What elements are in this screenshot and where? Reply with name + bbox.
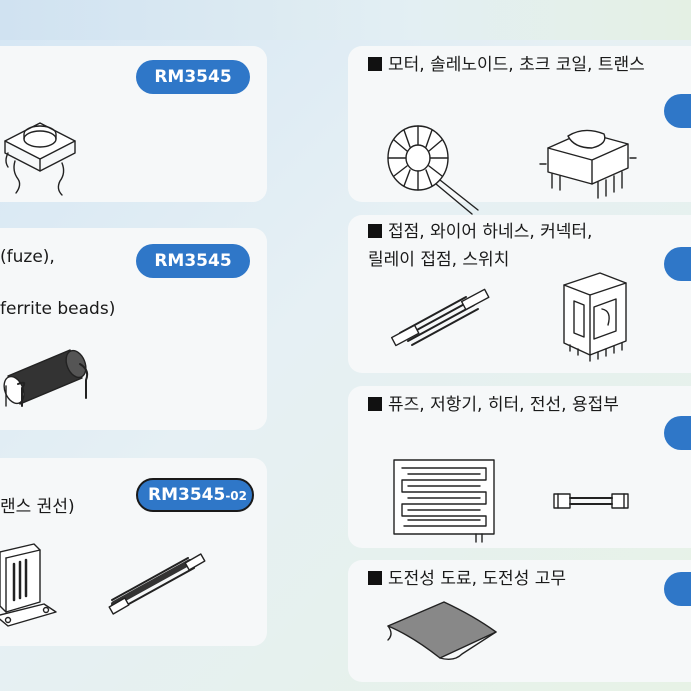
card-heading: 퓨즈, 저항기, 히터, 전선, 용접부 (368, 394, 619, 416)
card-heading-line2: 릴레이 접점, 스위치 (368, 250, 510, 270)
model-badge-main: RM3545 (148, 485, 226, 505)
bullet-square (368, 224, 382, 238)
model-badge: RM3545 (136, 60, 250, 94)
bullet-square (368, 571, 382, 585)
choke-transformer-icon (539, 129, 637, 199)
model-badge-partial (664, 416, 691, 450)
heater-element-icon (393, 459, 495, 543)
left-card-3: RM3545-02 랜스 권선) (0, 458, 267, 646)
flat-cable-icon (390, 288, 490, 347)
card-heading: 접점, 와이어 하네스, 커넥터, (368, 221, 592, 243)
model-badge: RM3545 (136, 244, 250, 278)
model-badge-partial (664, 94, 691, 128)
left-card-1: RM3545 (0, 46, 267, 202)
card-heading: 도전성 도료, 도전성 고무 (368, 568, 566, 590)
right-card-4: 도전성 도료, 도전성 고무 (348, 560, 691, 682)
transformer-icon (0, 543, 57, 627)
card-heading-text: 도전성 도료, 도전성 고무 (388, 569, 567, 589)
card-heading: 모터, 솔레노이드, 초크 코일, 트랜스 (368, 54, 645, 76)
fuse-resistor-icon (3, 349, 89, 407)
model-badge-suffix: -02 (225, 489, 248, 503)
tactile-switch-icon (4, 122, 76, 196)
right-card-3: 퓨즈, 저항기, 히터, 전선, 용접부 (348, 386, 691, 548)
card-text-line: 랜스 권선) (0, 497, 75, 517)
left-card-2: RM3545 (fuze), ferrite beads) (0, 228, 267, 430)
toroid-coil-icon (387, 125, 479, 215)
bullet-square (368, 57, 382, 71)
model-badge-partial (664, 247, 691, 281)
top-band (0, 0, 691, 40)
bullet-square (368, 397, 382, 411)
card-text-line: (fuze), (0, 247, 55, 267)
card-heading-text: 접점, 와이어 하네스, 커넥터, (388, 222, 593, 242)
model-badge-partial (664, 572, 691, 606)
card-heading-text: 모터, 솔레노이드, 초크 코일, 트랜스 (388, 55, 645, 75)
conductive-rubber-sheet-icon (387, 601, 497, 661)
card-text-line: ferrite beads) (0, 299, 116, 319)
wire-harness-icon (108, 553, 206, 615)
card-heading-text: 퓨즈, 저항기, 히터, 전선, 용접부 (388, 395, 619, 415)
relay-icon (563, 272, 627, 362)
right-card-2: 접점, 와이어 하네스, 커넥터, 릴레이 접점, 스위치 (348, 215, 691, 373)
model-badge: RM3545-02 (136, 478, 254, 512)
fuse-icon (553, 493, 629, 509)
right-card-1: 모터, 솔레노이드, 초크 코일, 트랜스 (348, 46, 691, 215)
